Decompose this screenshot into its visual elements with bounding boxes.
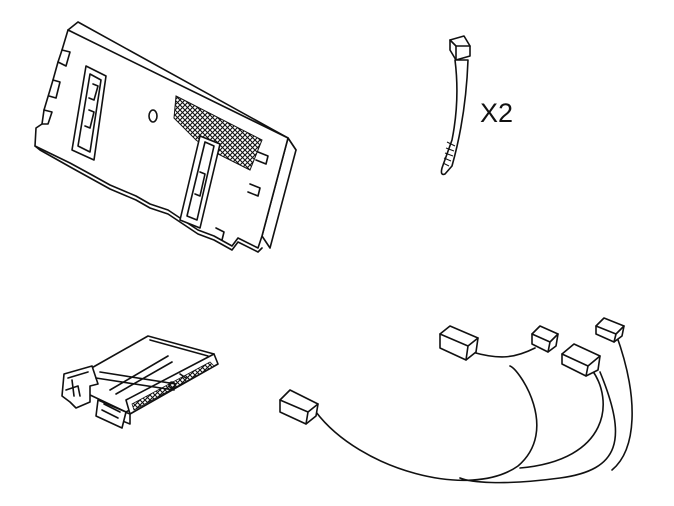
cable-tie [440,35,471,176]
cable-connector-far-right [595,317,625,343]
cable-connector-left [279,389,319,425]
cable-connector-upper [531,325,559,353]
housing-hole [148,109,158,123]
card-module [61,335,219,429]
cable-tie-quantity-label: X2 [480,98,513,128]
cable-connector-center [439,325,479,361]
module-housing [34,21,297,253]
housing-slot-right [179,135,221,229]
cable-harness [279,317,633,484]
housing-slot-left [71,65,107,161]
cable-connector-mid-right [561,343,601,377]
